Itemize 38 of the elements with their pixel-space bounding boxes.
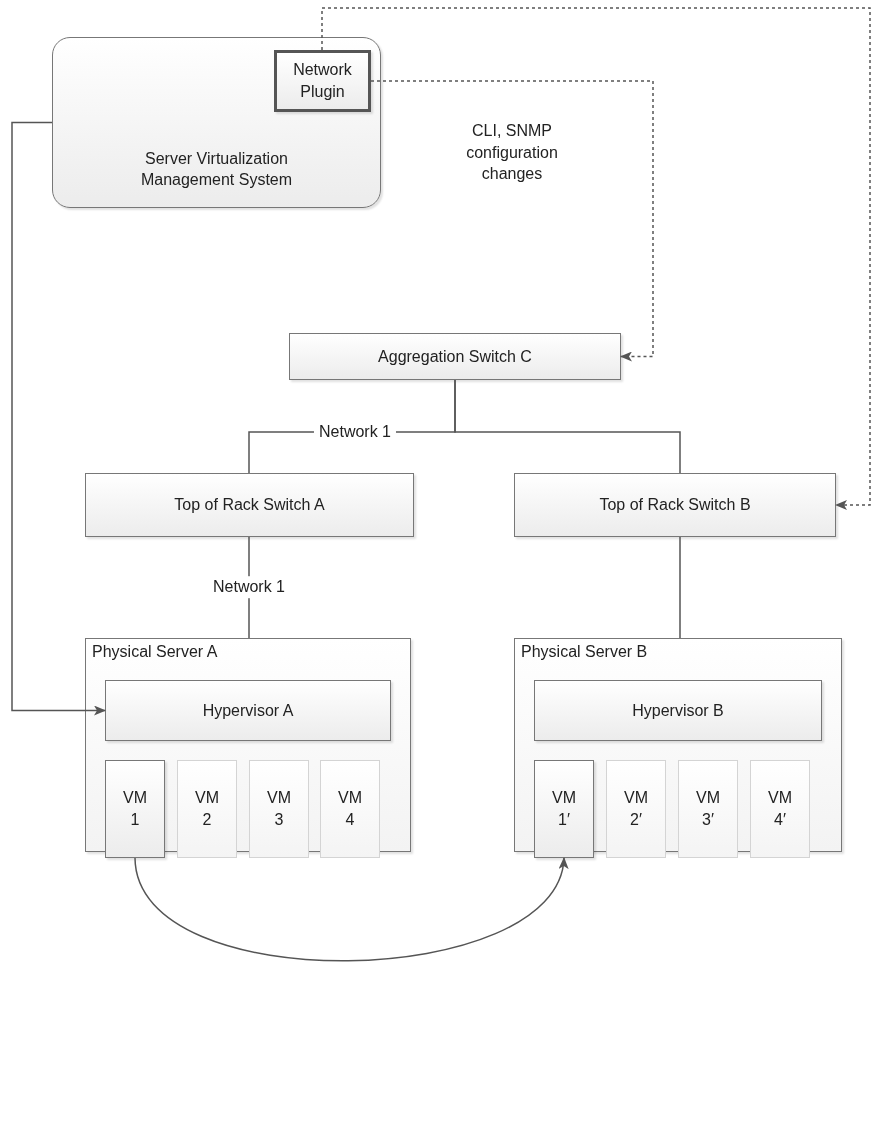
vm-box [249,760,309,858]
connector [679,536,681,639]
switch-box [534,680,822,741]
vm-box [177,760,237,858]
node-label: Network Plugin [292,60,353,102]
management-system-box [52,37,381,208]
node-label: VM 2 [194,788,220,830]
node-label: Hypervisor B [631,700,725,721]
switch-box [105,680,391,741]
server-heading: Physical Server A [91,642,219,662]
connector [454,379,681,474]
switch-box [289,333,621,380]
node-label: VM 4′ [767,788,793,830]
vm-box [320,760,380,858]
node-label: Server Virtualization Management System [139,148,294,191]
node-label: Aggregation Switch C [377,346,533,367]
vm-box [105,760,165,858]
node-label: VM 3 [266,788,292,830]
node-label: Top of Rack Switch B [598,495,752,516]
server-heading: Physical Server B [520,642,649,662]
switch-box [514,473,836,537]
connector [11,121,106,716]
node-label: VM 2′ [623,788,649,830]
vm-box [750,760,810,858]
connector [134,857,566,962]
node-label: Top of Rack Switch A [173,495,326,516]
vm-box [606,760,666,858]
switch-box [85,473,414,537]
node-label: VM 4 [337,788,363,830]
node-label: VM 3′ [695,788,721,830]
vm-box [534,760,594,858]
dashed-connector [370,80,654,362]
node-label: VM 1 [122,788,148,830]
dashed-connector [321,7,871,510]
vm-box [678,760,738,858]
plugin-box [274,50,371,112]
node-label: Hypervisor A [201,700,295,721]
node-label: VM 1′ [551,788,577,830]
